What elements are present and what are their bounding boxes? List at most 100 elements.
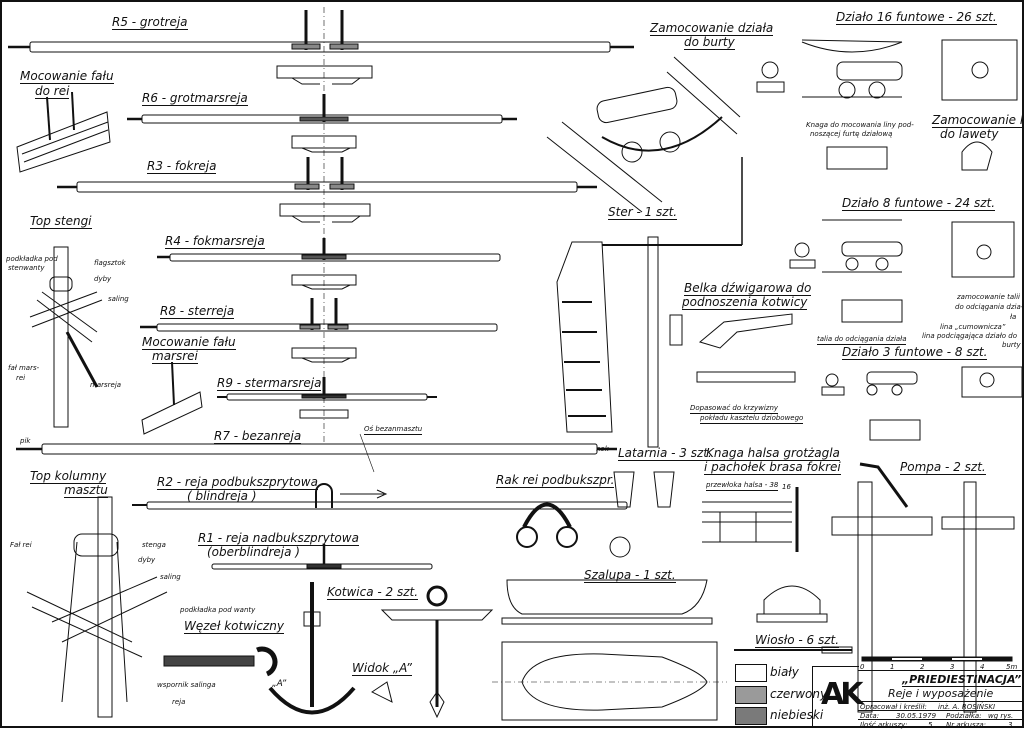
- knaga-title-2: i pachołek brasa fokrei: [704, 460, 841, 475]
- sheet-title: Reje i wyposażenie: [888, 687, 994, 700]
- label-stenga: stenga: [142, 541, 166, 549]
- szalupa-side-drawing: [501, 579, 713, 625]
- belka-title-2: podnoszenia kotwicy: [682, 295, 808, 310]
- top-stengi-drawing: [29, 246, 103, 428]
- date-label: Data:: [860, 712, 880, 720]
- scale-tick-5: 5m: [1006, 663, 1018, 671]
- label-stenwanty: stenwanty: [8, 264, 45, 272]
- yard-r5-title: R5 - grotreja: [112, 15, 188, 30]
- yard-r3-drawing: [57, 157, 597, 223]
- sheets-row: Ilość arkuszy: 5 Nr arkusza: 3: [858, 719, 1022, 729]
- latarnia-drawing: [609, 471, 675, 558]
- wezel-kotwiczny-title: Węzeł kotwiczny: [184, 619, 284, 634]
- scale-tick-0: 0: [860, 663, 865, 671]
- kotwica-title: Kotwica - 2 szt.: [327, 585, 419, 600]
- latarnia-title: Latarnia - 3 szt.: [618, 446, 712, 461]
- mocowanie-falu-rei-drawing: [16, 91, 111, 173]
- author-label: Opracował i kreślił:: [860, 703, 927, 711]
- logo-box: AK: [812, 666, 864, 727]
- sheets-value: 5: [928, 721, 933, 729]
- knaga-dzialo-note-1: Knaga do mocowania liny pod-: [806, 121, 914, 129]
- mocowanie-falu-rei-title-1: Mocowanie fału: [20, 69, 114, 84]
- yard-r9-drawing: [217, 377, 437, 419]
- lina-podciagajaca-1: lina podciągająca działo do: [922, 332, 1018, 340]
- logo: AK: [821, 677, 864, 712]
- knaga-dzialo-note-2: noszącej furtę działową: [810, 130, 893, 138]
- dzialo3-drawing: [821, 366, 1022, 441]
- sheet-no-label: Nr arkusza:: [946, 721, 986, 729]
- yard-r1-drawing: [211, 544, 433, 570]
- title-block: „PRIEDIESTINACJA” Reje i wyposażenie Opr…: [858, 670, 1022, 729]
- scale-tick-3: 3: [950, 663, 955, 671]
- dzialo8-title: Działo 8 funtowe - 24 szt.: [842, 196, 996, 211]
- yard-r2-subtitle: ( blindreja ): [187, 489, 257, 503]
- legend-swatch-czerwony: [735, 686, 767, 704]
- yard-r2-drawing: [132, 483, 628, 510]
- label-os-bezanmasztu: Oś bezanmasztu: [364, 425, 423, 435]
- label-dyby: dyby: [94, 275, 112, 283]
- label-fal-marsrei-2: rei: [16, 374, 26, 382]
- lina-podciagajaca-2: burty: [1002, 341, 1021, 349]
- zamocowanie-talii-1: zamocowanie talii: [957, 293, 1020, 301]
- mocowanie-falu-marsrei-title-2: marsrei: [152, 349, 198, 364]
- scale-tick-4: 4: [980, 663, 985, 671]
- zamocowanie-dziala-title-2: do burty: [684, 35, 735, 50]
- mocowanie-falu-marsrei-title-1: Mocowanie fału: [142, 335, 236, 350]
- legend-swatch-bialy: [735, 664, 767, 682]
- label-saling: saling: [108, 295, 129, 303]
- label-marsreja: marsreja: [90, 381, 122, 389]
- a-marker: „A”: [272, 679, 287, 689]
- yard-r1-title: R1 - reja nadbukszprytowa: [198, 531, 359, 546]
- label-fal-rei: Fał rei: [10, 541, 32, 549]
- legend-label-bialy: biały: [770, 665, 799, 679]
- yard-r8-drawing: [140, 298, 498, 363]
- pompa-title: Pompa - 2 szt.: [900, 460, 986, 475]
- dopasowac-note-2: pokładu kasztelu dziobowego: [700, 414, 804, 424]
- label-nok: nok: [596, 445, 609, 453]
- zamocowanie-dziala-drawing: [546, 56, 741, 213]
- rak-rei-title: Rak rei podbukszpr.: [496, 473, 615, 488]
- zamocowanie-talii-2: do odciągania dzia-: [955, 303, 1024, 311]
- legend-swatch-niebieski: [735, 707, 767, 725]
- yard-r7-title: R7 - bezanreja: [214, 429, 302, 444]
- mocowanie-falu-marsrei-drawing: [141, 361, 203, 435]
- dzialo16-title: Działo 16 funtowe - 26 szt.: [836, 10, 997, 25]
- yard-r6-drawing: [127, 94, 517, 153]
- yard-r4-drawing: [157, 238, 501, 290]
- yard-r4-title: R4 - fokmarsreja: [165, 234, 265, 249]
- zamocowanie-talii-3: ła: [1010, 313, 1017, 321]
- sheet-no-value: 3: [1008, 721, 1013, 729]
- label-podkladka-wanty: podkładka pod wanty: [180, 606, 256, 614]
- yard-r8-title: R8 - sterreja: [160, 304, 235, 319]
- pompa-drawing: [831, 462, 1015, 713]
- top-stengi-title: Top stengi: [30, 214, 92, 229]
- knaga-drawing: [702, 487, 799, 552]
- author-row: Opracował i kreślił: inż. A. ROSIŃSKI: [858, 701, 1022, 711]
- zamocowanie-dziala-title-1: Zamocowanie działa: [650, 21, 774, 36]
- rak-rei-drawing: [516, 502, 578, 548]
- ship-name: „PRIEDIESTINACJA”: [902, 673, 1022, 687]
- scale-tick-1: 1: [890, 663, 895, 671]
- legend-label-niebieski: niebieski: [770, 708, 824, 722]
- knaga-number: 16: [782, 483, 791, 491]
- yard-r3-title: R3 - fokreja: [147, 159, 217, 174]
- anchor-front-drawing: [371, 585, 494, 719]
- label-flagsztok: flagsztok: [94, 259, 126, 267]
- widok-a-title: Widok „A”: [352, 661, 412, 676]
- ster-title: Ster - 1 szt.: [608, 205, 678, 220]
- dzialo16-drawing: [756, 39, 1018, 171]
- talia-note: talia do odciągania działa: [817, 335, 907, 345]
- label-podkladka: podkładka pod: [6, 255, 58, 263]
- dzialo3-title: Działo 3 funtowe - 8 szt.: [842, 345, 988, 360]
- szalupa-top-drawing: [492, 641, 727, 721]
- scale-bar: [861, 656, 1013, 662]
- scale-tick-2: 2: [920, 663, 925, 671]
- label-reja: reja: [172, 698, 186, 706]
- zamocowanie-lufy-title-2: do lawety: [940, 127, 999, 141]
- sheets-label: Ilość arkuszy:: [860, 721, 908, 729]
- top-kolumny-drawing: [26, 496, 168, 718]
- label-wspornik: wspornik salinga: [157, 681, 216, 689]
- label-pik: pik: [20, 437, 31, 445]
